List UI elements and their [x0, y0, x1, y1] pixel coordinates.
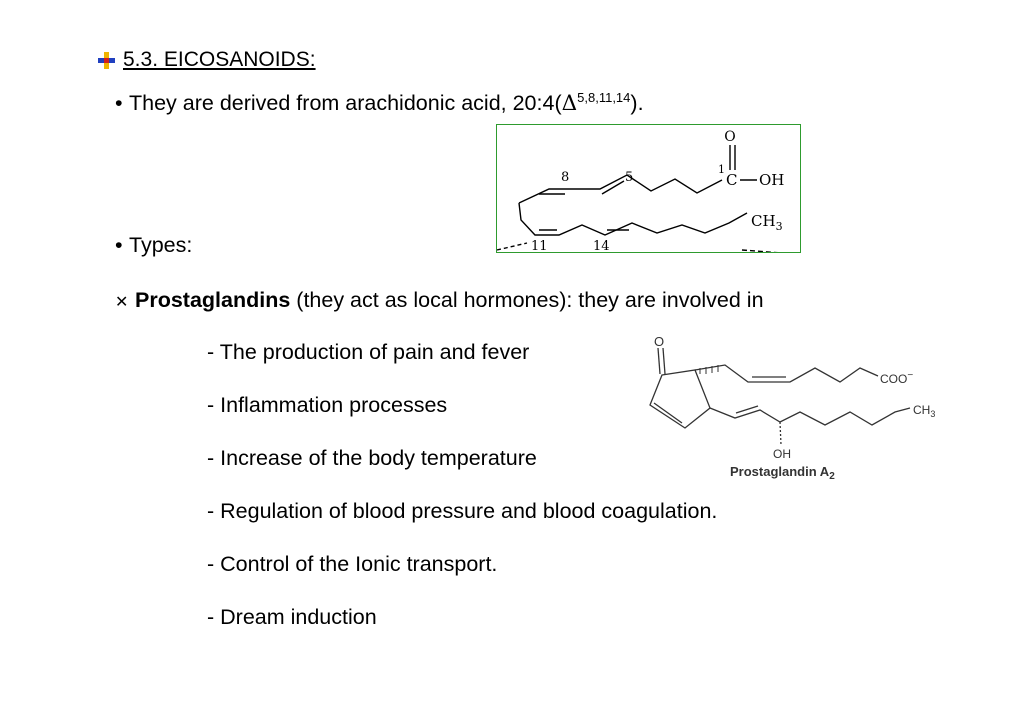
- cross-marker-icon: ✕: [115, 294, 129, 311]
- prostaglandin-a2-diagram: O COO− CH3 OH Prostaglandin A2: [649, 334, 935, 482]
- role-item: - Control of the Ionic transport.: [207, 552, 498, 576]
- bullet-types: •Types:: [115, 233, 192, 258]
- section-heading: 5.3. EICOSANOIDS:: [98, 48, 316, 72]
- types-label: Types:: [129, 233, 193, 257]
- bullet-dot: •: [115, 233, 123, 257]
- prostaglandins-term: Prostaglandins: [135, 288, 291, 312]
- arachidonic-acid-diagram: O 1 C OH 5 8 11 14 CH3: [496, 129, 784, 254]
- position-8-label: 8: [561, 170, 569, 185]
- position-14-label: 14: [593, 239, 610, 252]
- derived-close: ).: [630, 91, 644, 116]
- bookmark-bullet-icon: [98, 51, 115, 69]
- bullet-derived: •They are derived from arachidonic acid,…: [115, 90, 644, 116]
- carbonyl-o-label: O: [724, 129, 735, 145]
- carbon-label: C: [726, 171, 737, 189]
- prostaglandins-line: ✕ Prostaglandins (they act as local hormo…: [115, 288, 764, 313]
- role-item: - Increase of the body temperature: [207, 446, 537, 470]
- section-title: 5.3. EICOSANOIDS:: [123, 48, 316, 71]
- position-11-label: 11: [531, 239, 548, 252]
- ketone-o-label: O: [654, 334, 664, 349]
- prostaglandin-caption: Prostaglandin A2: [730, 464, 835, 482]
- delta-symbol: Δ: [561, 91, 578, 117]
- arachidonic-acid-structure: O 1 C OH 5 8 11 14 CH3: [496, 124, 801, 254]
- role-item: - Inflammation processes: [207, 393, 448, 417]
- methyl-label: CH3: [913, 403, 935, 419]
- carboxylate-label: COO−: [880, 370, 913, 386]
- role-item: - Regulation of blood pressure and blood…: [207, 499, 718, 523]
- derived-text: They are derived from arachidonic acid, …: [129, 91, 562, 116]
- role-item: - The production of pain and fever: [207, 340, 530, 364]
- hydroxyl-label: OH: [773, 447, 791, 461]
- prostaglandin-a2-structure: O COO− CH3 OH Prostaglandin A2: [640, 330, 960, 490]
- position-5-label: 5: [625, 170, 633, 185]
- double-bond-positions: 5,8,11,14: [577, 90, 631, 105]
- oh-label: OH: [759, 171, 784, 189]
- methyl-label: CH3: [751, 212, 783, 233]
- prostaglandins-description: (they act as local hormones): they are i…: [290, 288, 764, 312]
- role-item: - Dream induction: [207, 605, 377, 629]
- bullet-dot: •: [115, 91, 123, 116]
- c1-number: 1: [718, 163, 725, 176]
